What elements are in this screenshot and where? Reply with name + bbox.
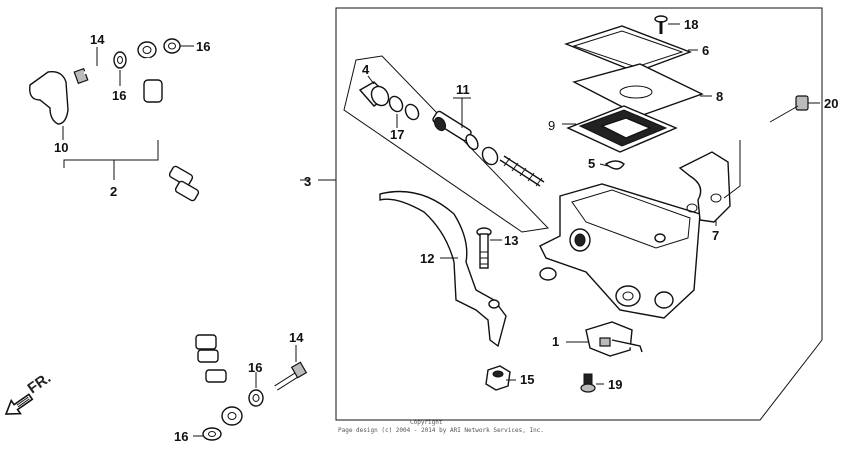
callout-11: 11	[456, 82, 470, 97]
callout-13: 13	[504, 233, 518, 248]
callout-18: 18	[684, 17, 698, 32]
assembly-3-boundary	[335, 7, 823, 421]
master-cylinder-body	[539, 183, 701, 319]
banjo-bolt-upper	[73, 64, 107, 85]
callout-1: 1	[552, 334, 559, 349]
callout-6: 6	[702, 43, 709, 58]
callout-14-lower: 14	[289, 330, 304, 345]
callout-16-a: 16	[112, 88, 126, 103]
screw-18	[654, 15, 668, 34]
callout-15: 15	[520, 372, 534, 387]
callout-8: 8	[716, 89, 723, 104]
footer-copyright: Copyright	[410, 419, 443, 426]
callout-16-b: 16	[196, 39, 210, 54]
callout-2: 2	[110, 184, 117, 199]
kit-boundary	[343, 55, 550, 233]
washer-16-c	[248, 389, 264, 407]
washer-16-a	[113, 51, 127, 69]
callout-10: 10	[54, 140, 68, 155]
diaphragm	[566, 105, 678, 153]
brake-light-switch	[585, 321, 643, 357]
piston-set	[432, 110, 545, 187]
callout-19: 19	[608, 377, 622, 392]
banjo-upper	[137, 41, 157, 59]
fr-label: FR.	[25, 369, 55, 397]
reservoir-cap	[563, 25, 692, 73]
cap-plate	[572, 63, 704, 117]
callout-12: 12	[420, 251, 434, 266]
clamp-bolt-20	[769, 95, 809, 123]
callout-20: 20	[824, 96, 838, 111]
callout-14-upper: 14	[90, 32, 105, 47]
screw-19	[580, 373, 596, 393]
handlebar-clamp	[678, 151, 731, 223]
callout-4: 4	[362, 62, 370, 77]
banjo-bolt-lower	[274, 361, 308, 391]
callout-9: 9	[548, 118, 555, 133]
banjo-lower	[221, 406, 243, 426]
callout-5: 5	[588, 156, 595, 171]
pivot-nut-15	[485, 365, 511, 391]
dust-boot	[358, 81, 390, 107]
callout-3: 3	[304, 174, 311, 189]
fr-arrow-icon	[4, 393, 34, 415]
callout-16-c: 16	[248, 360, 262, 375]
footer-notice: Page design (c) 2004 - 2014 by ARI Netwo…	[338, 427, 544, 434]
washer-16-d	[202, 427, 222, 441]
callout-16-d: 16	[174, 429, 188, 444]
callout-17: 17	[390, 127, 404, 142]
clip-5	[604, 160, 625, 170]
washer-16-b	[163, 38, 181, 54]
brake-hose-assembly	[29, 41, 243, 426]
hose-boot	[29, 71, 69, 125]
pivot-bolt-13	[476, 227, 492, 269]
callout-7: 7	[712, 228, 719, 243]
circlip	[388, 95, 404, 113]
brake-lever	[379, 190, 507, 348]
